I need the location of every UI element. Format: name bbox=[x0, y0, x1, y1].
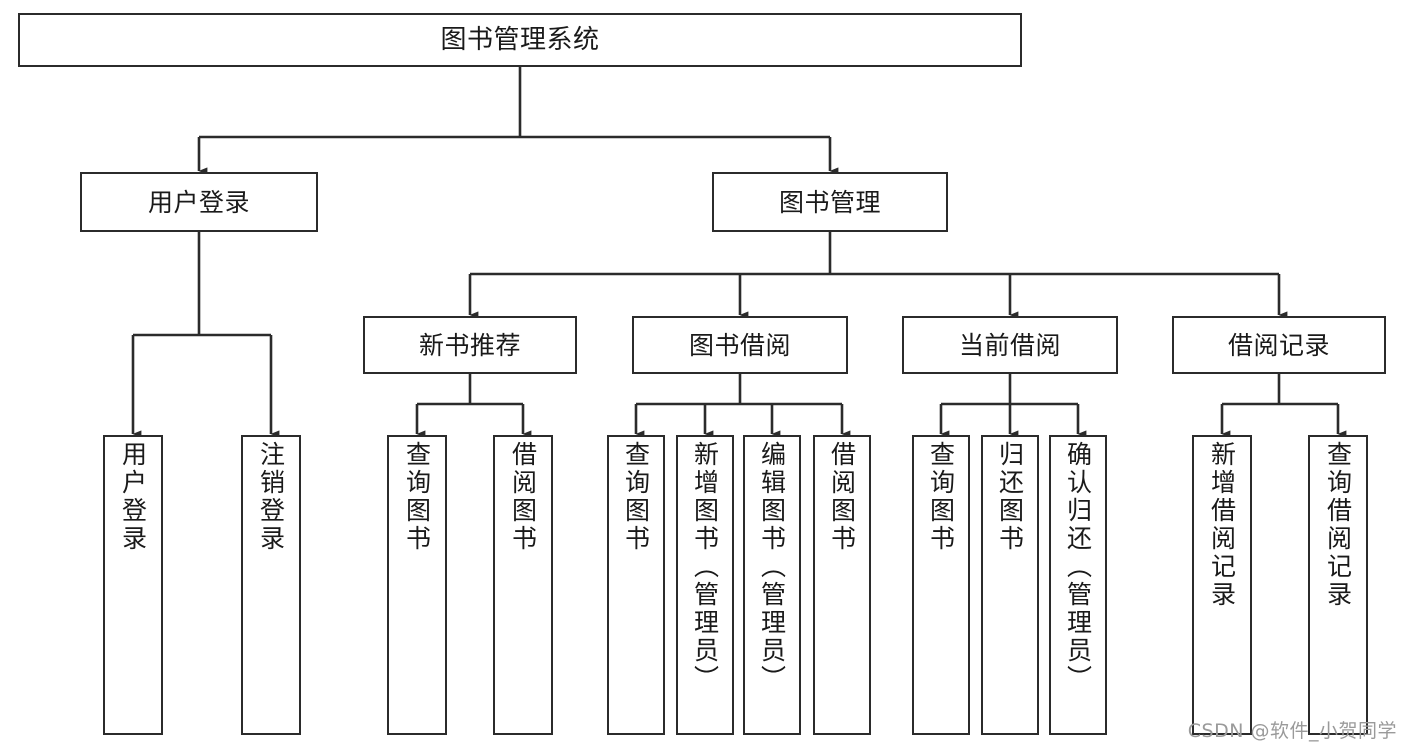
leaf-confirm-return-admin[interactable]: 确认归还（管理员） bbox=[1049, 435, 1107, 735]
node-label: 用户登录 bbox=[147, 187, 250, 217]
leaf-return-book[interactable]: 归还图书 bbox=[981, 435, 1039, 735]
node-label: 新书推荐 bbox=[418, 330, 521, 360]
node-book-management[interactable]: 图书管理 bbox=[712, 172, 948, 232]
leaf-query-book-current[interactable]: 查询图书 bbox=[912, 435, 970, 735]
node-label: 查询图书 bbox=[621, 441, 651, 553]
node-label: 借阅记录 bbox=[1227, 330, 1330, 360]
node-label: 归还图书 bbox=[995, 441, 1025, 553]
node-label: 图书管理 bbox=[778, 187, 881, 217]
node-label: 注销登录 bbox=[256, 441, 286, 553]
leaf-query-borrow-record[interactable]: 查询借阅记录 bbox=[1308, 435, 1368, 735]
node-label: 查询图书 bbox=[926, 441, 956, 553]
node-label: 图书借阅 bbox=[688, 330, 791, 360]
node-borrow-record[interactable]: 借阅记录 bbox=[1172, 316, 1386, 374]
csdn-watermark: CSDN @软件_小贺同学 bbox=[1187, 720, 1397, 742]
node-label: 用户登录 bbox=[118, 441, 148, 553]
leaf-borrow-book[interactable]: 借阅图书 bbox=[813, 435, 871, 735]
node-label: 新增图书（管理员） bbox=[690, 441, 720, 693]
leaf-add-book-admin[interactable]: 新增图书（管理员） bbox=[676, 435, 734, 735]
node-label: 借阅图书 bbox=[827, 441, 857, 553]
leaf-user-login[interactable]: 用户登录 bbox=[103, 435, 163, 735]
node-label: 当前借阅 bbox=[958, 330, 1061, 360]
node-label: 新增借阅记录 bbox=[1207, 441, 1237, 609]
node-root-system[interactable]: 图书管理系统 bbox=[18, 13, 1022, 67]
node-label: 编辑图书（管理员） bbox=[757, 441, 787, 693]
node-label: 图书管理系统 bbox=[440, 24, 600, 55]
leaf-edit-book-admin[interactable]: 编辑图书（管理员） bbox=[743, 435, 801, 735]
leaf-user-logout[interactable]: 注销登录 bbox=[241, 435, 301, 735]
node-label: 查询图书 bbox=[402, 441, 432, 553]
node-label: 查询借阅记录 bbox=[1323, 441, 1353, 609]
leaf-add-borrow-record[interactable]: 新增借阅记录 bbox=[1192, 435, 1252, 735]
node-label: 确认归还（管理员） bbox=[1063, 441, 1093, 693]
leaf-query-book-recommend[interactable]: 查询图书 bbox=[387, 435, 447, 735]
node-new-book-recommend[interactable]: 新书推荐 bbox=[363, 316, 577, 374]
node-current-borrow[interactable]: 当前借阅 bbox=[902, 316, 1118, 374]
node-user-login[interactable]: 用户登录 bbox=[80, 172, 318, 232]
node-book-borrow[interactable]: 图书借阅 bbox=[632, 316, 848, 374]
leaf-query-book-borrow[interactable]: 查询图书 bbox=[607, 435, 665, 735]
leaf-borrow-book-recommend[interactable]: 借阅图书 bbox=[493, 435, 553, 735]
node-label: 借阅图书 bbox=[508, 441, 538, 553]
